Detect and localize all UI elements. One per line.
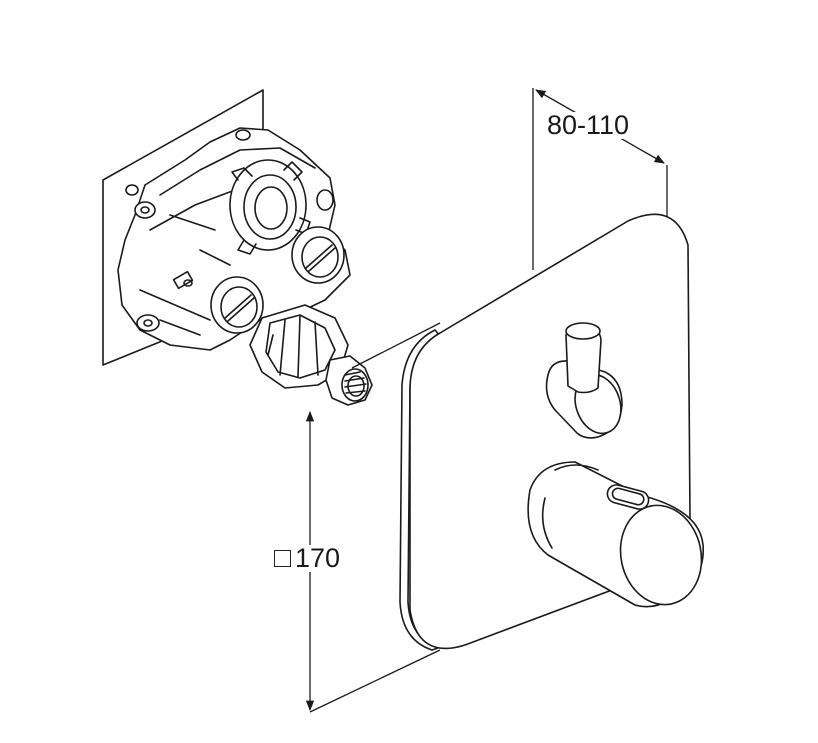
concealed-valve-body [102,89,373,406]
cover-plate-assembly [399,213,704,651]
plate-size-value: 170 [295,543,341,573]
size-extension-top [351,322,441,369]
square-symbol-icon [274,550,291,567]
plate-size-dimension-label: 170 [272,543,343,573]
safety-button[interactable] [605,483,650,511]
size-extension-bottom [309,649,441,713]
depth-dimension-label: 80-110 [545,110,632,140]
